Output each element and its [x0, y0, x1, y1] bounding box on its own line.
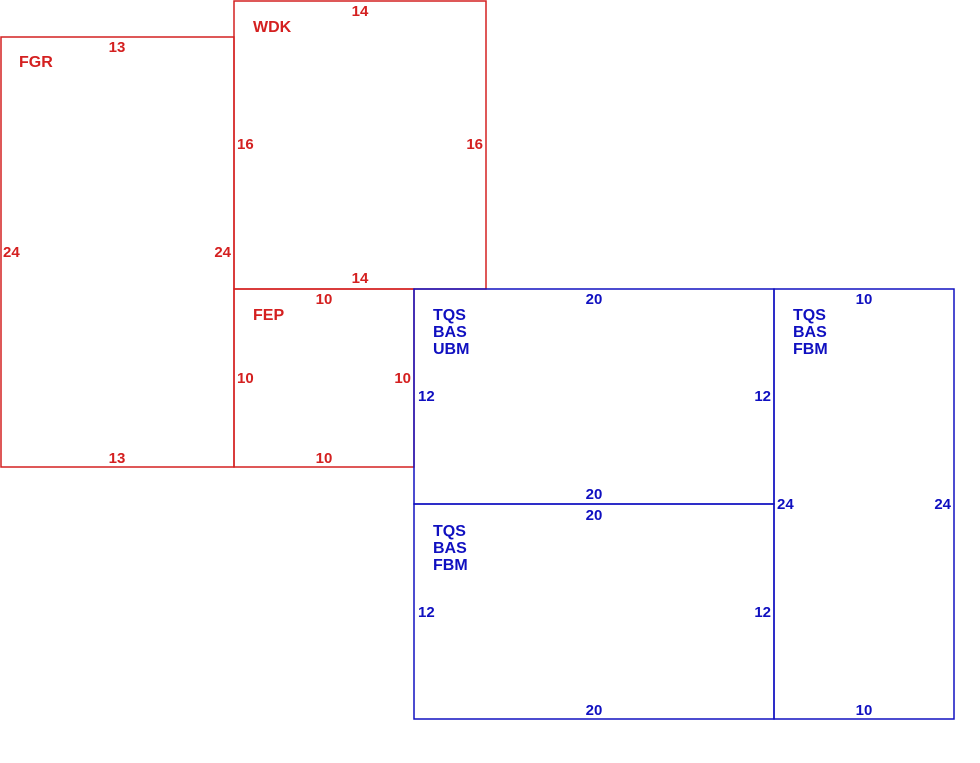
room-tqs-fbm-right: TQS BAS FBM 10 10 24 24 — [773, 288, 955, 720]
room-tqs-ubm-right-dim: 12 — [754, 388, 771, 405]
room-tqs-fbm-right-top-dim: 10 — [856, 291, 873, 308]
room-fgr-left-dim: 24 — [3, 244, 20, 261]
room-tqs-fbm-right-right-dim: 24 — [934, 496, 951, 513]
room-fgr-name: FGR — [19, 54, 53, 71]
room-wdk-left-dim: 16 — [237, 136, 254, 153]
room-wdk-outline — [233, 0, 487, 290]
room-tqs-ubm-outline — [413, 288, 775, 505]
room-tqs-fbm-lower-bottom-dim: 20 — [586, 702, 603, 719]
room-wdk-bottom-dim: 14 — [352, 270, 369, 287]
room-fep-bottom-dim: 10 — [316, 450, 333, 467]
room-tqs-fbm-right-name-2: BAS — [793, 324, 827, 341]
room-tqs-ubm: TQS BAS UBM 20 20 12 12 — [413, 288, 775, 505]
room-wdk-top-dim: 14 — [352, 3, 369, 20]
room-tqs-fbm-lower-name-1: TQS — [433, 523, 466, 540]
room-fgr-top-dim: 13 — [109, 39, 126, 56]
room-fgr-bottom-dim: 13 — [109, 450, 126, 467]
room-tqs-fbm-lower-outline — [413, 503, 775, 720]
room-tqs-fbm-right-outline — [773, 288, 955, 720]
room-fep-right-dim: 10 — [394, 370, 411, 387]
room-wdk: WDK 14 14 16 16 — [233, 0, 487, 290]
room-tqs-ubm-name-2: BAS — [433, 324, 467, 341]
room-tqs-fbm-right-name-1: TQS — [793, 307, 826, 324]
room-fep-top-dim: 10 — [316, 291, 333, 308]
room-tqs-fbm-lower: TQS BAS FBM 20 20 12 12 — [413, 503, 775, 720]
room-tqs-ubm-name-3: UBM — [433, 341, 469, 358]
room-tqs-ubm-top-dim: 20 — [586, 291, 603, 308]
room-wdk-name: WDK — [253, 19, 292, 36]
room-fgr-right-dim: 24 — [214, 244, 231, 261]
room-tqs-fbm-lower-name-2: BAS — [433, 540, 467, 557]
room-tqs-fbm-lower-top-dim: 20 — [586, 507, 603, 524]
room-tqs-ubm-name-1: TQS — [433, 307, 466, 324]
room-tqs-fbm-lower-left-dim: 12 — [418, 604, 435, 621]
room-fep: FEP 10 10 10 10 — [233, 288, 415, 468]
room-tqs-fbm-lower-name-3: FBM — [433, 557, 468, 574]
room-tqs-fbm-lower-right-dim: 12 — [754, 604, 771, 621]
room-tqs-ubm-bottom-dim: 20 — [586, 486, 603, 503]
room-fgr: FGR 13 13 24 24 — [0, 36, 235, 468]
room-tqs-fbm-right-bottom-dim: 10 — [856, 702, 873, 719]
room-tqs-ubm-left-dim: 12 — [418, 388, 435, 405]
room-tqs-fbm-right-left-dim: 24 — [777, 496, 794, 513]
room-fgr-outline — [0, 36, 235, 468]
room-tqs-fbm-right-name-3: FBM — [793, 341, 828, 358]
room-fep-name: FEP — [253, 307, 284, 324]
room-wdk-right-dim: 16 — [466, 136, 483, 153]
room-fep-left-dim: 10 — [237, 370, 254, 387]
